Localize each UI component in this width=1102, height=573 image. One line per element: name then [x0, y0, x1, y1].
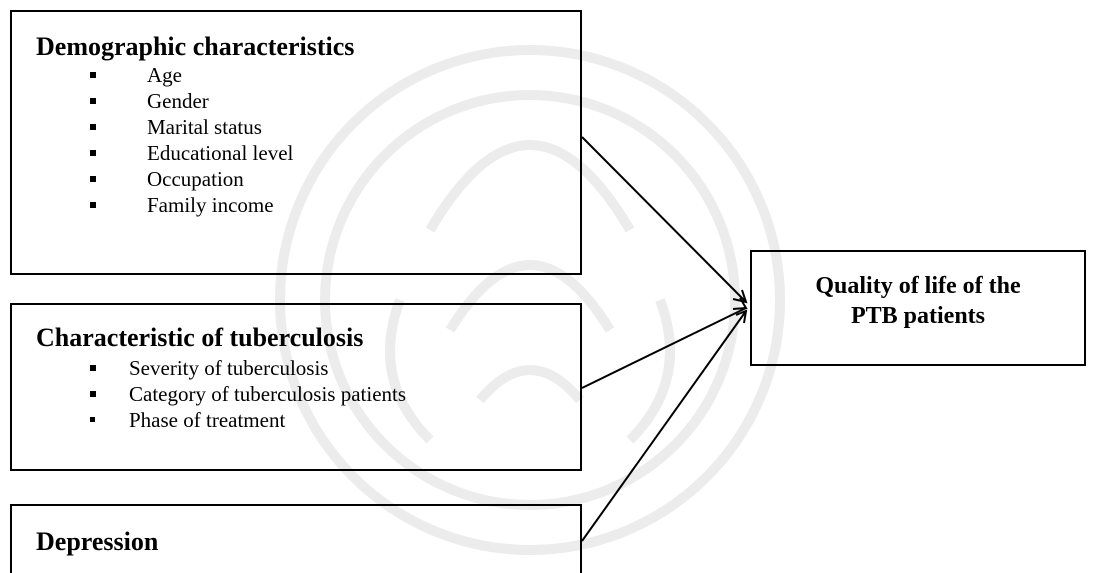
arrow-depression-to-outcome	[581, 310, 747, 542]
list-item: Occupation	[90, 166, 293, 192]
bullet-icon	[90, 150, 96, 156]
list-item: Age	[90, 62, 293, 88]
bullet-icon	[90, 391, 96, 397]
arrowhead-icon	[735, 309, 748, 324]
bullet-icon	[90, 124, 96, 130]
demographic-list: Age Gender Marital status Educational le…	[90, 62, 293, 218]
list-item: Marital status	[90, 114, 293, 140]
tuberculosis-box: Characteristic of tuberculosis Severity …	[10, 303, 582, 471]
demographic-title: Demographic characteristics	[36, 32, 355, 61]
arrowhead-icon	[732, 297, 748, 310]
arrow-tuberculosis-to-outcome	[581, 307, 747, 389]
arrow-demographic-to-outcome	[581, 136, 747, 303]
outcome-title-line-2: PTB patients	[850, 303, 985, 329]
depression-title: Depression	[36, 527, 159, 556]
list-item: Educational level	[90, 140, 293, 166]
list-item: Severity of tuberculosis	[90, 355, 406, 381]
bullet-icon	[90, 72, 96, 78]
arrowhead-icon	[732, 289, 748, 304]
bullet-icon	[90, 98, 96, 104]
depression-box: Depression	[10, 504, 582, 573]
bullet-icon	[90, 202, 96, 208]
outcome-box: Quality of life of the PTB patients	[750, 250, 1086, 366]
list-item: Phase of treatment	[90, 407, 406, 433]
list-item: Gender	[90, 88, 293, 114]
tuberculosis-list: Severity of tuberculosis Category of tub…	[90, 355, 406, 433]
bullet-icon	[90, 417, 95, 422]
list-item: Category of tuberculosis patients	[90, 381, 406, 407]
list-item: Family income	[90, 192, 293, 218]
tuberculosis-title: Characteristic of tuberculosis	[36, 323, 364, 352]
outcome-title-line-1: Quality of life of the	[815, 273, 1021, 299]
bullet-icon	[90, 365, 96, 371]
bullet-icon	[90, 176, 96, 182]
demographic-box: Demographic characteristics Age Gender M…	[10, 10, 582, 275]
